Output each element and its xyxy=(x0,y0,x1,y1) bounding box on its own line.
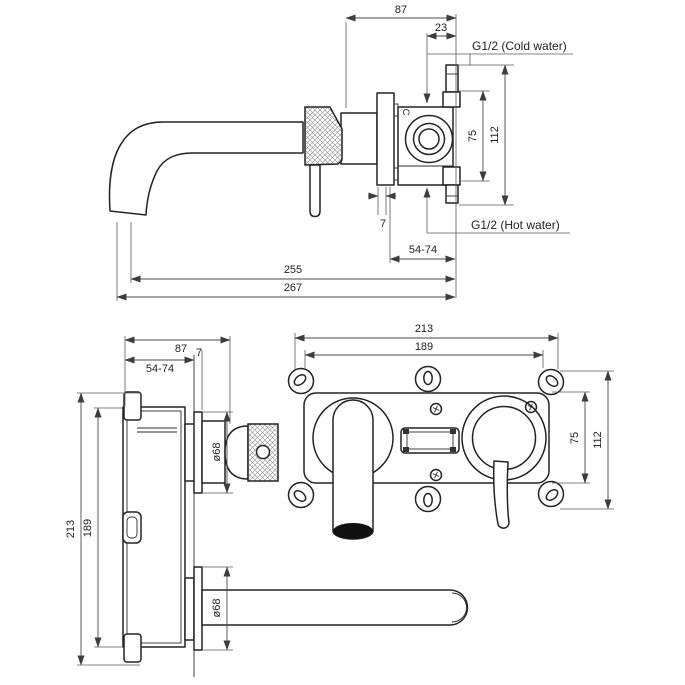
side-view-dimensions: 87 54-74 7 213 189 ø68 ø68 xyxy=(65,336,233,666)
hot-inlet-stub xyxy=(445,184,459,204)
ear-slot xyxy=(545,374,559,388)
handle-hole xyxy=(255,444,271,460)
dim-112-front: 112 xyxy=(592,431,604,449)
bridge-bracket-outer xyxy=(400,427,460,454)
spout-outline xyxy=(108,121,304,216)
hot-inlet-flange xyxy=(442,166,461,186)
installation-side-view: 87 54-74 7 213 189 ø68 ø68 xyxy=(65,336,469,677)
ear-slot xyxy=(545,488,559,502)
bracket-corner xyxy=(450,429,456,434)
screw-icon xyxy=(429,402,443,416)
bracket-corner xyxy=(403,429,409,434)
front-view-geometry xyxy=(287,365,565,540)
handle-base-front xyxy=(471,405,537,471)
screw-icon xyxy=(429,468,443,482)
wall-escutcheon-side xyxy=(376,92,395,186)
spout-geometry: C xyxy=(108,64,461,218)
handle-cap-side xyxy=(224,425,249,480)
spout-mouth xyxy=(333,523,373,539)
top-view-dimensions: 87 23 G1/2 (Cold water) 75 112 G1/2 (Hot… xyxy=(116,4,573,301)
cartridge-circle-outer xyxy=(404,114,454,164)
dim-68-spout: ø68 xyxy=(211,599,223,618)
dim-189-front: 189 xyxy=(415,341,433,353)
front-view-dimensions: 213 189 75 112 xyxy=(294,323,614,510)
dim-68-valve: ø68 xyxy=(211,443,223,462)
spout-tube-front xyxy=(332,399,374,540)
lever-rod xyxy=(309,164,321,218)
cold-inlet-flange xyxy=(442,91,461,108)
dim-189-side: 189 xyxy=(82,519,94,537)
label-hot-water: G1/2 (Hot water) xyxy=(471,218,560,232)
valve-escutcheon-side xyxy=(193,411,203,494)
dim-54-74-side: 54-74 xyxy=(146,363,174,375)
bracket-corner xyxy=(403,447,409,452)
dim-267: 267 xyxy=(284,282,302,294)
mounting-ear xyxy=(537,368,565,396)
dim-112-top: 112 xyxy=(489,126,501,144)
cartridge-sleeve xyxy=(340,112,378,165)
dim-213-side: 213 xyxy=(65,520,77,538)
dim-54-74-top: 54-74 xyxy=(409,244,437,256)
spout-tube-side xyxy=(201,589,469,626)
dim-7-top: 7 xyxy=(380,218,386,230)
ear-slot xyxy=(423,370,433,386)
screw-icon xyxy=(524,400,538,414)
label-cold-water: G1/2 (Cold water) xyxy=(472,39,567,53)
mounting-ear xyxy=(414,485,442,513)
dim-75-front: 75 xyxy=(569,432,581,444)
bridge-bracket-inner xyxy=(406,431,454,450)
mounting-clip-bottom xyxy=(123,633,142,663)
knurled-handle xyxy=(304,106,343,166)
spout-escutcheon-side xyxy=(193,566,203,651)
cartridge-circle-inner xyxy=(418,128,440,150)
mounting-ear xyxy=(287,367,315,395)
top-side-view: C 87 23 G1/2 (Cold water) 75 xyxy=(108,4,573,301)
mounting-clip-top xyxy=(123,391,142,421)
lever-front xyxy=(493,460,510,529)
dim-87-top: 87 xyxy=(395,4,407,16)
cartridge-circle-mid xyxy=(412,122,446,156)
dim-75-top: 75 xyxy=(467,130,479,142)
cold-marker-letter: C xyxy=(400,109,411,116)
ear-slot xyxy=(293,373,307,387)
dim-7-side: 7 xyxy=(196,347,202,359)
dim-87-side: 87 xyxy=(175,343,187,355)
dim-23: 23 xyxy=(435,22,447,34)
dim-213-front: 213 xyxy=(415,323,433,335)
side-view-geometry xyxy=(122,355,469,677)
dim-255: 255 xyxy=(284,264,302,276)
spout-stub-side xyxy=(184,577,195,641)
mounting-ear xyxy=(537,480,565,508)
installation-front-view: 213 189 75 112 xyxy=(287,323,614,540)
spout-tube-inner-cap xyxy=(451,592,467,623)
ear-slot xyxy=(423,492,433,508)
bracket-corner xyxy=(450,447,456,452)
mounting-clip-middle-inner xyxy=(126,516,138,539)
mounting-ear xyxy=(287,481,315,509)
ear-slot xyxy=(293,489,307,503)
mounting-ear xyxy=(414,365,442,393)
